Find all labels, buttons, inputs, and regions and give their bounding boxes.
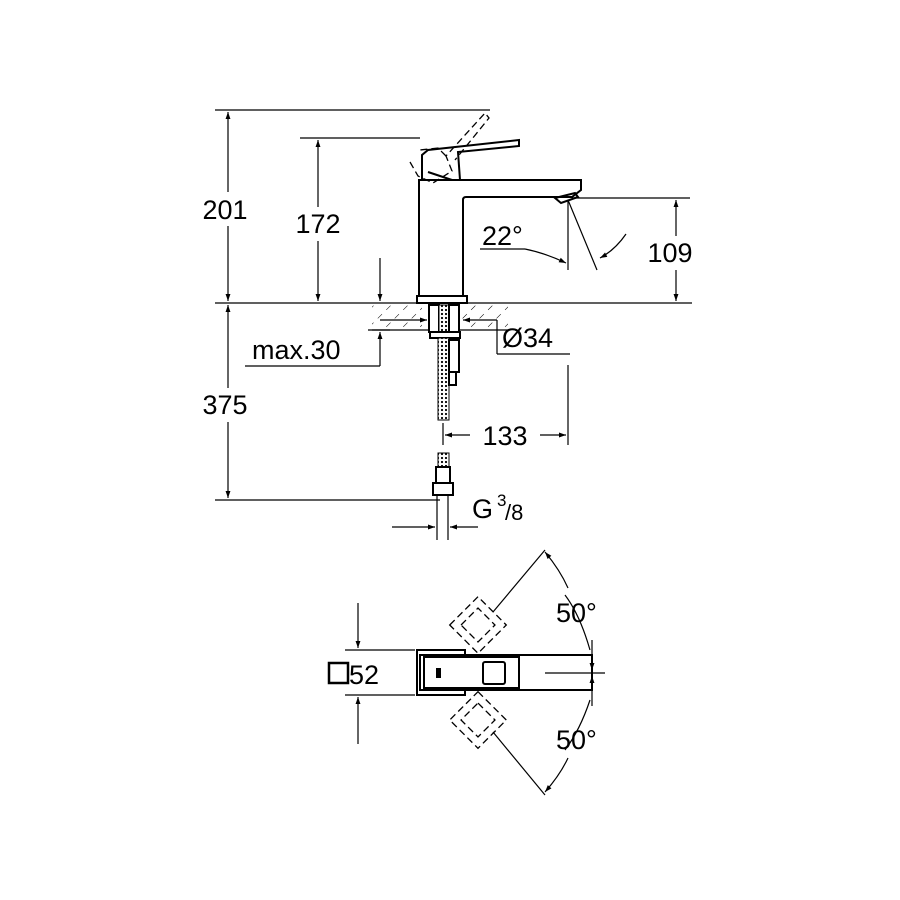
label-201: 201 xyxy=(202,195,247,225)
dimension-375: 375 xyxy=(195,305,440,501)
top-view: 52 50° 50° xyxy=(327,549,605,796)
dimension-diameter-34: Ø34 xyxy=(380,317,570,355)
dimension-22-degrees: 22° xyxy=(480,199,627,271)
faucet-body xyxy=(409,111,582,304)
label-22-degrees: 22° xyxy=(482,221,523,251)
dimension-109: 109 xyxy=(572,197,702,301)
dimension-172: 172 xyxy=(290,137,420,301)
dimension-201: 201 xyxy=(195,109,490,301)
label-swing-left: 50° xyxy=(556,598,597,628)
label-133: 133 xyxy=(482,421,527,451)
label-max-30: max.30 xyxy=(252,335,341,365)
label-375: 375 xyxy=(202,390,247,420)
label-52: 52 xyxy=(349,660,379,690)
label-numerator-3: 3 xyxy=(497,491,506,510)
label-swing-right: 50° xyxy=(556,725,597,755)
label-diameter-34: Ø34 xyxy=(502,323,553,353)
label-172: 172 xyxy=(295,209,340,239)
dimension-max-30: max.30 xyxy=(245,258,390,367)
square-symbol-icon xyxy=(327,661,350,685)
label-denominator-8: /8 xyxy=(505,500,523,525)
label-109: 109 xyxy=(647,238,692,268)
label-g: G xyxy=(472,494,493,524)
mounting-section xyxy=(372,304,508,540)
dimension-133: 133 xyxy=(442,365,569,451)
dimension-g-3-8: G 3 /8 xyxy=(392,491,523,530)
